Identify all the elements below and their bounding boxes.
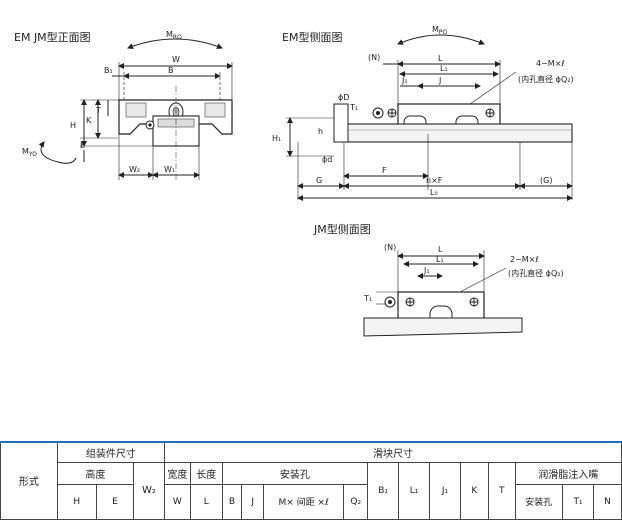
dim-nxf: n×F	[426, 176, 443, 185]
col-grease-hole: 安装孔	[514, 483, 564, 520]
dim-j: J	[438, 76, 441, 85]
col-j: J	[241, 483, 264, 520]
dim-h1: H₁	[272, 134, 281, 143]
col-b: B	[221, 483, 243, 520]
myo-label: MYO	[22, 147, 37, 158]
header-assembly: 组装件尺寸	[56, 441, 165, 463]
dim-g-paren: (G)	[540, 176, 552, 185]
col-k: K	[459, 461, 489, 520]
dim-w1: W₁	[164, 165, 175, 174]
em-rail	[345, 123, 573, 143]
dim-t1: T₁	[349, 103, 358, 112]
header-slider: 滑块尺寸	[163, 441, 622, 463]
mpo-label: MPO	[432, 25, 448, 36]
em-hole-note: (内孔直径 ϕQ₂)	[518, 74, 574, 84]
front-view: EM JM型正面图 MRO W B B₁ H K	[14, 30, 233, 180]
jm-dim-t1: T₁	[363, 294, 372, 303]
drawing-canvas: EM JM型正面图 MRO W B B₁ H K	[14, 25, 574, 337]
jm-rail	[363, 317, 523, 337]
jm-hole-note: (内孔直径 ϕQ₂)	[508, 268, 564, 278]
header-grease: 润滑脂注入嘴	[514, 461, 622, 485]
jm-dim-l: L	[438, 245, 443, 254]
header-mount-hole: 安装孔	[221, 461, 369, 485]
dim-g: G	[316, 176, 322, 185]
em-hole-spec: 4−M×ℓ	[536, 59, 565, 68]
dim-h-small: h	[318, 127, 323, 136]
em-side-view: EM型侧面图 MPO (N) L L₁ J J₁ 4−M×ℓ (内孔直径 ϕQ₂…	[272, 25, 574, 201]
dim-phi-d-upper: ϕD	[338, 93, 349, 102]
col-h: H	[56, 483, 97, 520]
col-l1: L₁	[398, 461, 430, 520]
jm-side-view: JM型侧面图 (N) L L₁ J₁ 2−M×ℓ (内孔直径 ϕQ₂) T₁	[313, 222, 564, 337]
col-t: T	[487, 461, 516, 520]
jm-dim-l1: L₁	[436, 255, 444, 264]
header-width: 宽度	[163, 461, 191, 485]
dim-f: F	[382, 166, 387, 175]
em-side-title: EM型侧面图	[282, 30, 342, 44]
dim-h: H	[70, 121, 76, 130]
dim-b: B	[168, 66, 174, 75]
col-j1: J₁	[429, 461, 461, 520]
dim-n: (N)	[368, 53, 380, 62]
dim-l0: L₀	[430, 188, 438, 197]
col-t1: T₁	[562, 483, 594, 520]
header-length: 长度	[189, 461, 223, 485]
dim-w: W	[172, 55, 180, 64]
header-height: 高度	[56, 461, 135, 485]
spec-table: 形式 组装件尺寸 滑块尺寸 高度 W₂ 宽度 长度 安装孔 B₁ L₁ J₁ K…	[0, 441, 622, 520]
mro-arc	[127, 38, 223, 50]
mro-label: MRO	[166, 30, 182, 41]
dim-phi-d-lower: ϕd	[322, 155, 332, 164]
col-w: W	[163, 483, 191, 520]
col-e: E	[95, 483, 135, 520]
front-view-title: EM JM型正面图	[14, 30, 91, 44]
jm-side-title: JM型侧面图	[313, 222, 371, 236]
col-m-pitch-l: M× 间距 ×ℓ	[262, 483, 345, 520]
dim-b1: B₁	[104, 66, 113, 75]
col-w2: W₂	[133, 461, 165, 520]
technical-drawing: EM JM型正面图 MRO W B B₁ H K	[14, 25, 574, 337]
col-n: N	[592, 483, 622, 520]
dim-l: L	[438, 54, 443, 63]
jm-dim-j1: J₁	[423, 266, 430, 275]
jm-dim-n: (N)	[384, 243, 396, 252]
col-l: L	[189, 483, 223, 520]
col-q2: Q₂	[343, 483, 369, 520]
jm-hole-spec: 2−M×ℓ	[510, 255, 539, 264]
dim-k: K	[86, 116, 92, 125]
col-form: 形式	[0, 441, 58, 520]
dim-e: E	[80, 141, 85, 150]
dim-l1: L₁	[440, 64, 448, 73]
col-b1: B₁	[367, 461, 400, 520]
dim-w2: W₂	[129, 165, 140, 174]
dim-t: T	[95, 106, 101, 115]
dim-j1: J₁	[401, 76, 408, 85]
